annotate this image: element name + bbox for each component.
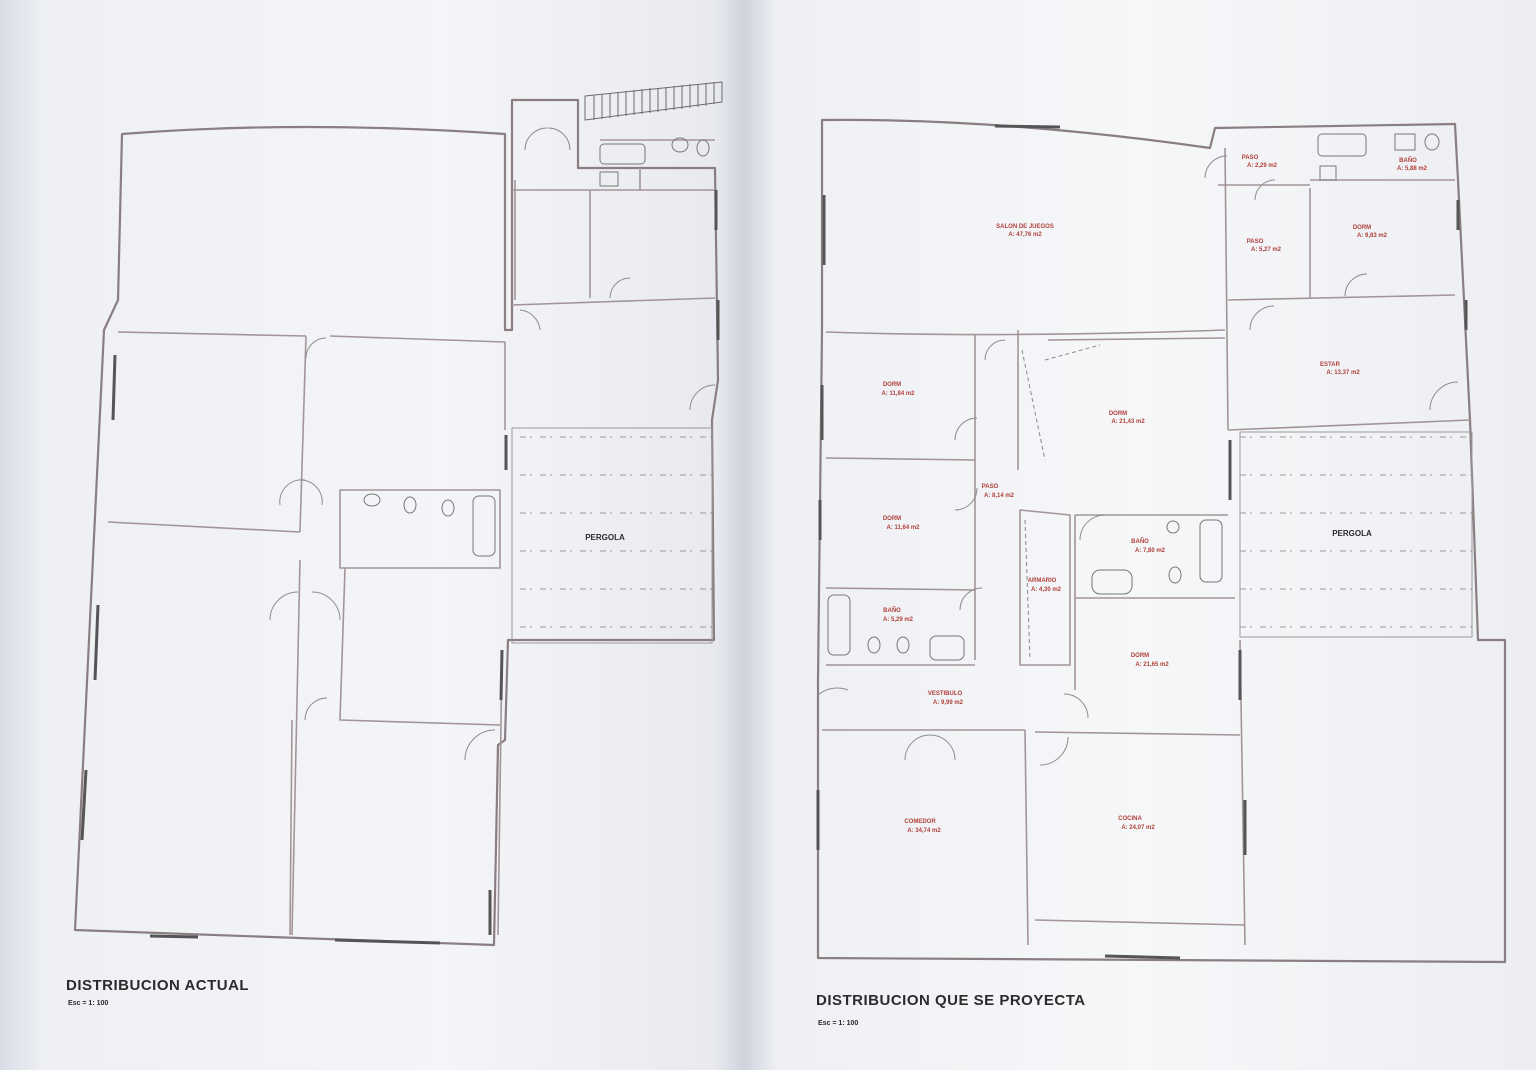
room-name: BAÑO: [1399, 157, 1417, 164]
current-windows: [80, 190, 720, 945]
room-area: A: 5,29 m2: [883, 617, 914, 623]
room-area: A: 11,64 m2: [886, 525, 920, 531]
room-area: A: 9,99 m2: [933, 700, 964, 706]
room-name: DORM: [1353, 225, 1371, 231]
current-pergola: [511, 427, 713, 644]
room-name: DORM: [883, 516, 901, 522]
current-plan-scale: Esc = 1: 100: [68, 1000, 109, 1007]
proposed-pergola: [1239, 431, 1473, 638]
current-outer-wall: [73, 98, 720, 947]
proposed-pergola-label: PERGOLA: [1332, 529, 1372, 538]
room-name: PASO: [1242, 155, 1259, 161]
room-name: PASO: [1247, 239, 1264, 245]
current-fixtures: [363, 137, 710, 557]
room-name: COCINA: [1118, 816, 1142, 822]
room-name: ESTAR: [1320, 362, 1341, 368]
room-area: A: 4,30 m2: [1031, 587, 1062, 593]
room-area: A: 24,07 m2: [1121, 825, 1155, 831]
room-area: A: 21,65 m2: [1135, 662, 1169, 668]
room-name: ARMARIO: [1028, 578, 1057, 584]
room-area: A: 7,80 m2: [1135, 548, 1166, 554]
room-name: PASO: [982, 484, 999, 490]
armario-partitions: [1021, 344, 1101, 661]
room-area: A: 5,27 m2: [1251, 247, 1282, 253]
current-pergola-label: PERGOLA: [585, 533, 625, 542]
room-name: VESTIBULO: [928, 691, 963, 697]
current-doors: [269, 127, 716, 761]
room-name: BAÑO: [1131, 538, 1149, 545]
room-area: A: 8,14 m2: [984, 493, 1015, 499]
current-stairs: [584, 81, 723, 121]
room-name: DORM: [1109, 411, 1127, 417]
room-area: A: 2,29 m2: [1247, 163, 1278, 169]
current-inner-walls: [107, 139, 716, 936]
room-area: A: 9,83 m2: [1357, 233, 1388, 239]
proposed-doors: [817, 155, 1459, 766]
proposed-room-labels: SALON DE JUEGOS A: 47,76 m2 PASO A: 2,29…: [881, 155, 1427, 834]
room-area: A: 34,74 m2: [907, 828, 941, 834]
room-name: BAÑO: [883, 607, 901, 614]
room-name: SALON DE JUEGOS: [996, 224, 1054, 230]
current-plan-title: DISTRIBUCION ACTUAL: [66, 977, 250, 994]
room-name: DORM: [1131, 653, 1149, 659]
proposed-outer-wall: [816, 118, 1507, 964]
current-plan: [73, 81, 723, 947]
proposed-fixtures: [827, 133, 1440, 661]
proposed-inner-walls: [822, 147, 1471, 946]
room-area: A: 47,76 m2: [1008, 232, 1042, 238]
room-name: COMEDOR: [904, 819, 936, 825]
proposed-windows: [816, 124, 1468, 960]
room-name: DORM: [883, 382, 901, 388]
room-area: A: 13,37 m2: [1326, 370, 1360, 376]
room-area: A: 11,84 m2: [881, 391, 915, 397]
room-area: A: 21,43 m2: [1111, 419, 1145, 425]
room-area: A: 5,88 m2: [1397, 166, 1428, 172]
proposed-plan-scale: Esc = 1: 100: [818, 1020, 859, 1027]
proposed-plan: [816, 118, 1507, 964]
proposed-plan-title: DISTRIBUCION QUE SE PROYECTA: [816, 992, 1086, 1009]
